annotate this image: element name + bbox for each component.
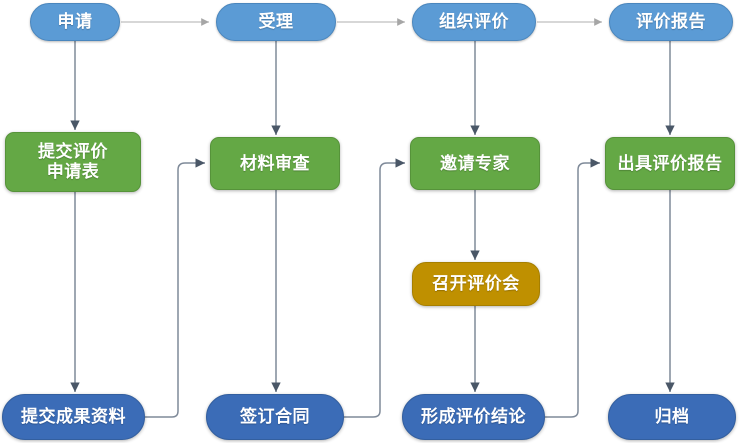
flow-node-label: 提交成果资料 xyxy=(21,407,126,427)
flow-node-stage-2[interactable]: 受理 xyxy=(216,3,336,41)
flow-node-label: 受理 xyxy=(258,12,294,32)
flow-node-label: 申请 xyxy=(57,12,93,32)
edge-output2-action3 xyxy=(344,158,405,418)
flow-node-label: 归档 xyxy=(654,407,690,427)
flow-node-action-3[interactable]: 邀请专家 xyxy=(410,137,540,190)
flow-node-label: 材料审查 xyxy=(240,153,310,173)
flow-node-output-1[interactable]: 提交成果资料 xyxy=(2,394,145,440)
flow-node-label: 出具评价报告 xyxy=(617,153,723,173)
flow-node-label: 邀请专家 xyxy=(440,153,510,173)
flow-node-stage-3[interactable]: 组织评价 xyxy=(412,3,536,41)
edge-output1-action2 xyxy=(145,158,205,418)
flow-node-label: 评价报告 xyxy=(636,12,706,32)
flow-node-action-4[interactable]: 出具评价报告 xyxy=(605,137,735,190)
flow-node-stage-4[interactable]: 评价报告 xyxy=(609,3,733,41)
flow-node-label: 形成评价结论 xyxy=(421,407,526,427)
flow-node-action-2[interactable]: 材料审查 xyxy=(210,137,340,190)
flow-node-label: 召开评价会 xyxy=(432,274,520,294)
flow-node-output-2[interactable]: 签订合同 xyxy=(206,394,344,440)
flow-node-label: 签订合同 xyxy=(240,407,310,427)
flow-node-label: 组织评价 xyxy=(439,12,509,32)
flow-node-label: 提交评价 申请表 xyxy=(38,142,108,181)
edge-output3-action4 xyxy=(545,158,600,418)
flow-node-action-1[interactable]: 提交评价 申请表 xyxy=(5,132,141,192)
flow-node-stage-1[interactable]: 申请 xyxy=(30,3,120,41)
flow-node-meeting-1[interactable]: 召开评价会 xyxy=(412,262,540,306)
flow-node-output-3[interactable]: 形成评价结论 xyxy=(402,394,545,440)
flow-node-output-4[interactable]: 归档 xyxy=(608,394,736,440)
